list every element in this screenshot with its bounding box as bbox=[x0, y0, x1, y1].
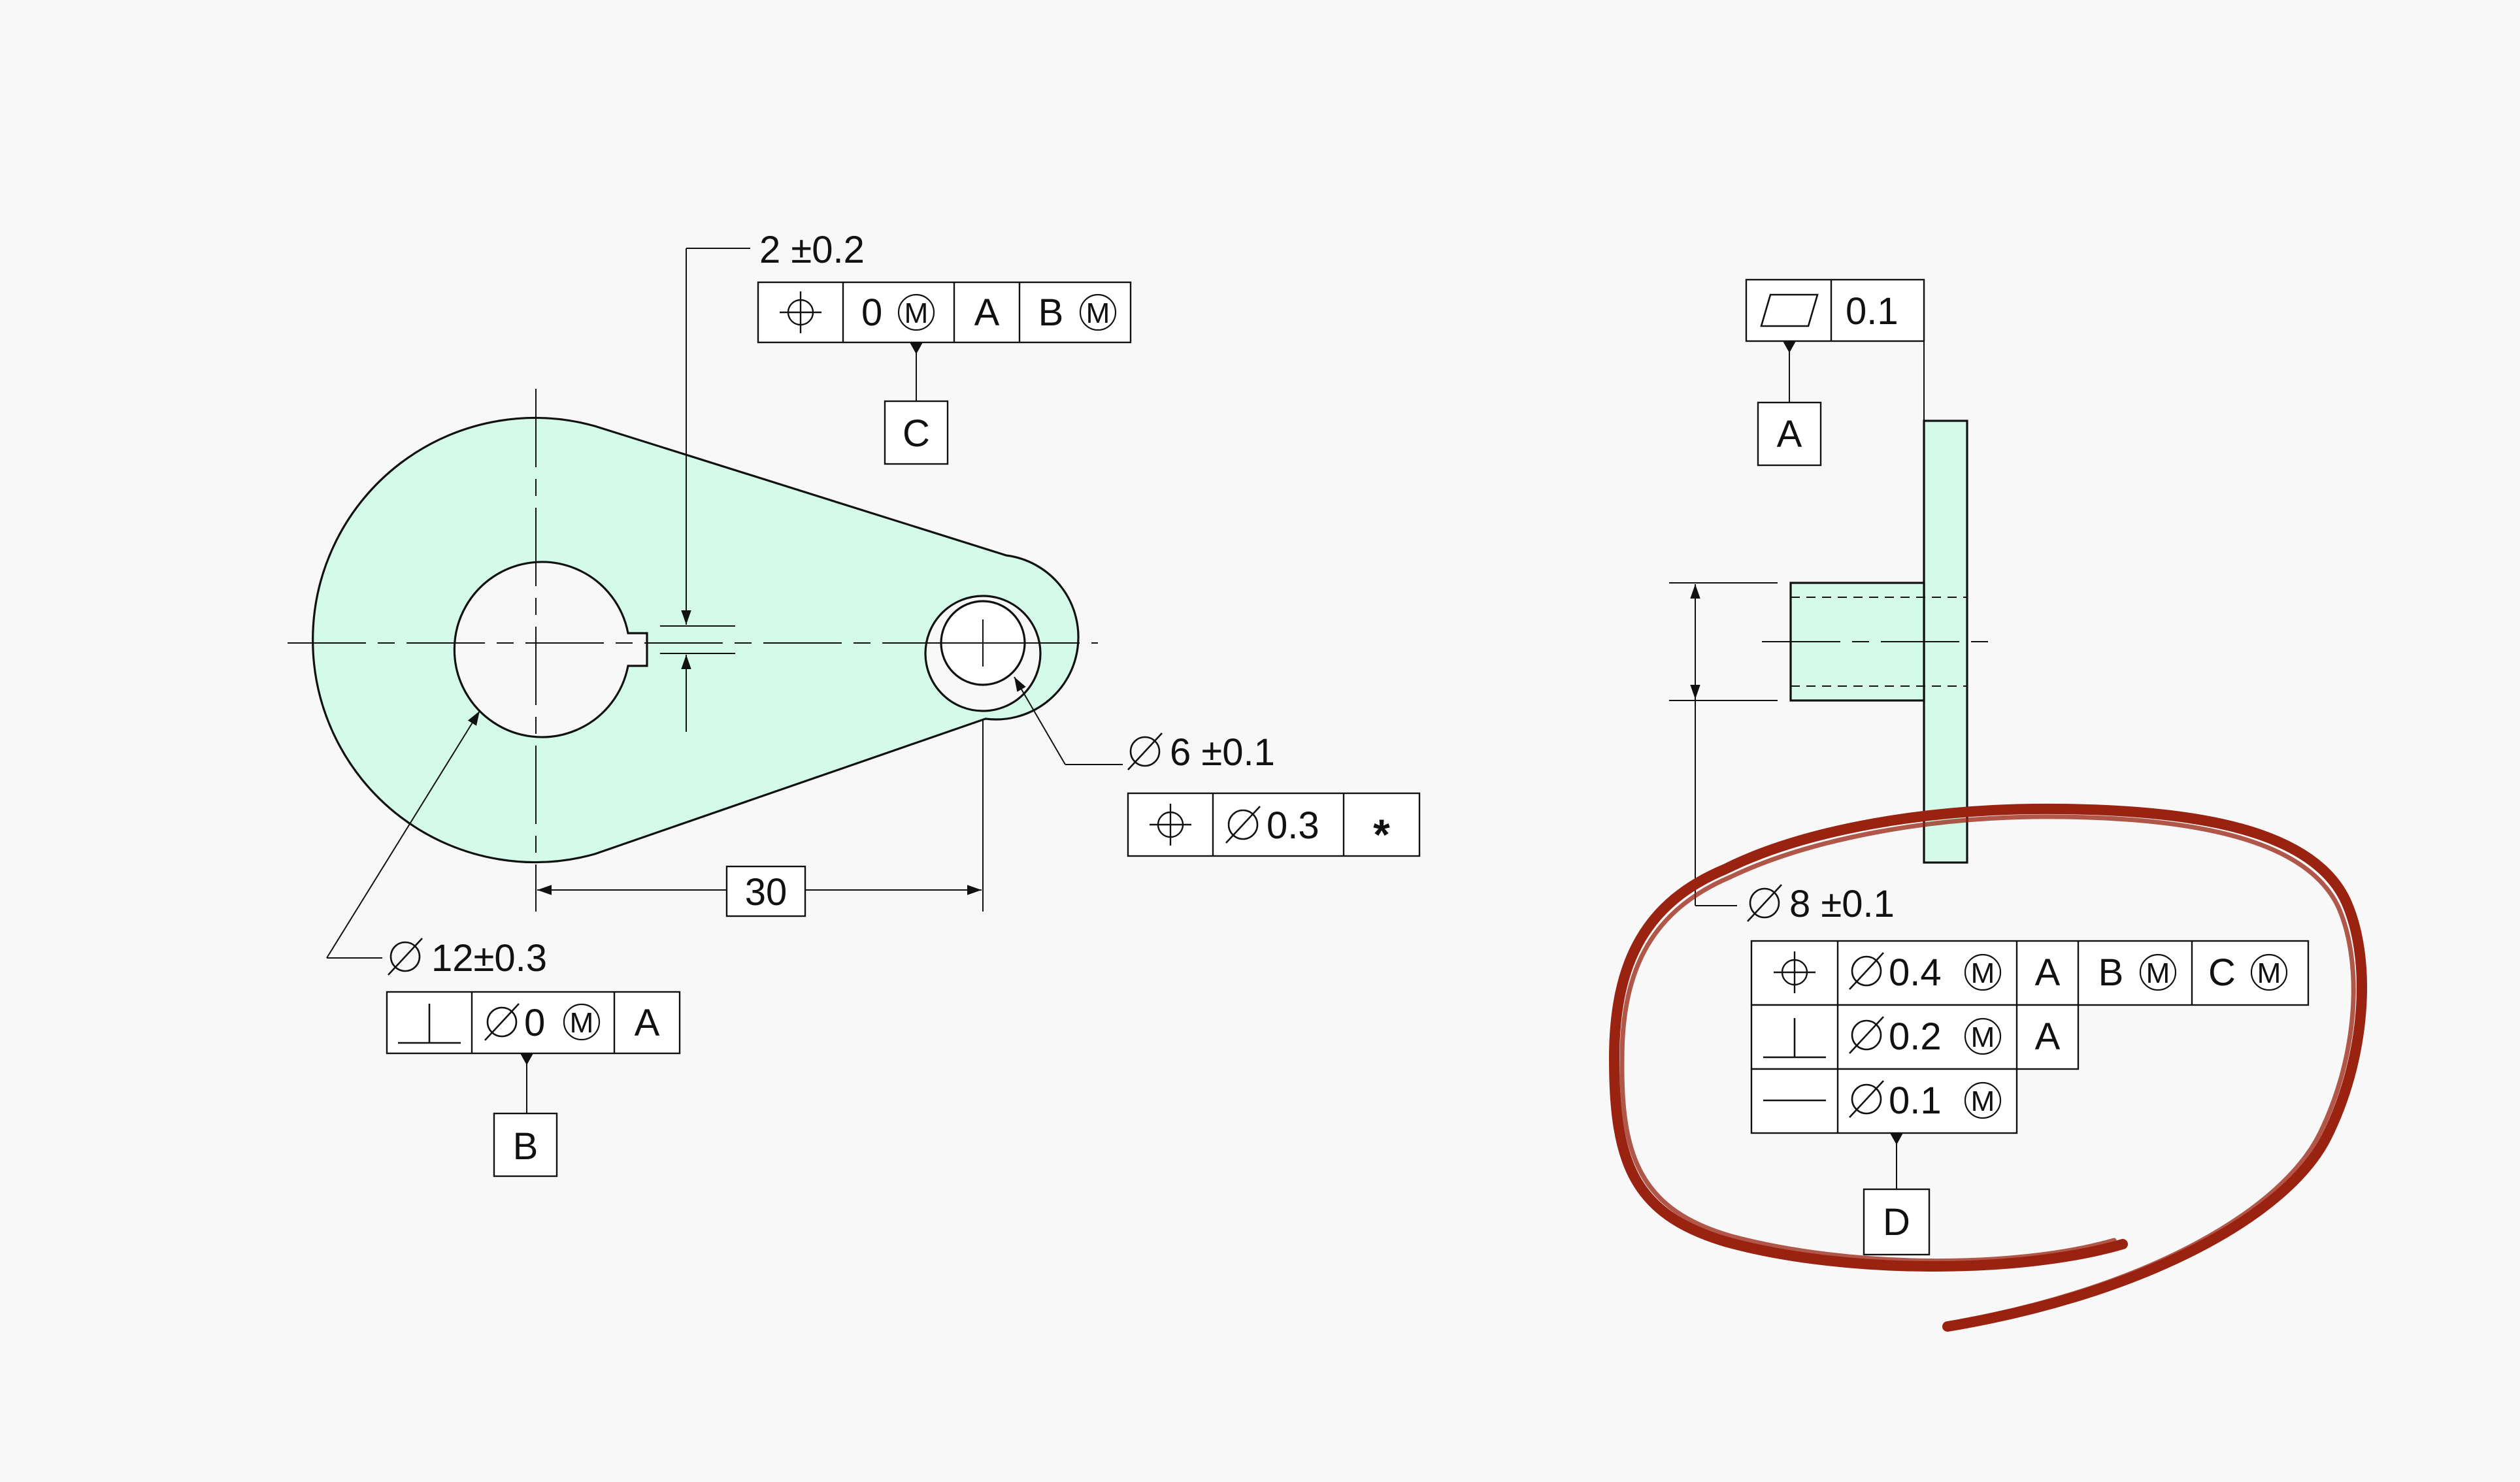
mmc-modifier: M bbox=[2146, 957, 2170, 989]
small-hole-fcf: 0.3 * bbox=[1127, 792, 1421, 859]
svg-text:0: 0 bbox=[861, 291, 882, 334]
right-view: 0.1 A 8 ±0.1 0.4 bbox=[1669, 278, 2310, 1256]
mmc-modifier: M bbox=[1971, 1021, 1995, 1053]
svg-text:0: 0 bbox=[524, 1002, 545, 1044]
datum-b bbox=[493, 1112, 558, 1177]
mmc-modifier: M bbox=[2257, 957, 2281, 989]
flatness-fcf: 0.1 bbox=[1745, 278, 1925, 342]
keyway-fcf: 0 M A B M bbox=[757, 281, 1132, 344]
mmc-modifier: M bbox=[1971, 957, 1995, 989]
big-hole-dimension: 12±0.3 bbox=[431, 937, 547, 980]
note-asterisk: * bbox=[1373, 810, 1390, 859]
svg-text:D: D bbox=[1883, 1201, 1910, 1243]
mmc-modifier: M bbox=[904, 297, 929, 329]
small-hole-dimension: 6 ±0.1 bbox=[1170, 731, 1275, 774]
svg-text:B: B bbox=[1038, 291, 1064, 334]
small-hole-leader bbox=[1014, 676, 1066, 765]
big-hole-leader bbox=[326, 710, 480, 959]
center-distance: 30 bbox=[745, 871, 788, 914]
mmc-modifier: M bbox=[1971, 1085, 1995, 1117]
datum-c bbox=[884, 400, 949, 465]
svg-text:B: B bbox=[513, 1125, 539, 1168]
svg-text:0.4: 0.4 bbox=[1889, 951, 1942, 994]
svg-text:C: C bbox=[903, 412, 930, 455]
boss-fcf: 0.4 M A B M C M 0.2 M A 0.1 M bbox=[1750, 940, 2310, 1134]
red-markup-circle bbox=[1609, 803, 2367, 1332]
svg-text:B: B bbox=[2098, 951, 2124, 994]
big-hole-fcf: 0 M A bbox=[386, 991, 681, 1055]
keyway-dimension: 2 ±0.2 bbox=[759, 229, 865, 271]
svg-text:0.1: 0.1 bbox=[1846, 290, 1898, 333]
datum-d bbox=[1863, 1188, 1931, 1256]
svg-text:0.3: 0.3 bbox=[1267, 804, 1319, 847]
link-part-outline bbox=[312, 416, 1080, 864]
svg-text:A: A bbox=[2035, 951, 2061, 994]
svg-text:A: A bbox=[2035, 1015, 2061, 1058]
svg-text:A: A bbox=[635, 1002, 660, 1044]
svg-text:0.2: 0.2 bbox=[1889, 1015, 1942, 1058]
svg-text:0.1: 0.1 bbox=[1889, 1079, 1942, 1122]
center-distance-box bbox=[725, 865, 806, 917]
svg-text:A: A bbox=[1777, 413, 1802, 455]
datum-a bbox=[1757, 401, 1822, 467]
mmc-modifier: M bbox=[1086, 297, 1110, 329]
boss-dimension: 8 ±0.1 bbox=[1789, 883, 1895, 925]
svg-text:C: C bbox=[2208, 951, 2236, 994]
mmc-modifier: M bbox=[570, 1007, 594, 1039]
svg-text:A: A bbox=[974, 291, 1000, 334]
left-view: 2 ±0.2 0 M A B M C 6 ±0.1 bbox=[288, 229, 1421, 1177]
